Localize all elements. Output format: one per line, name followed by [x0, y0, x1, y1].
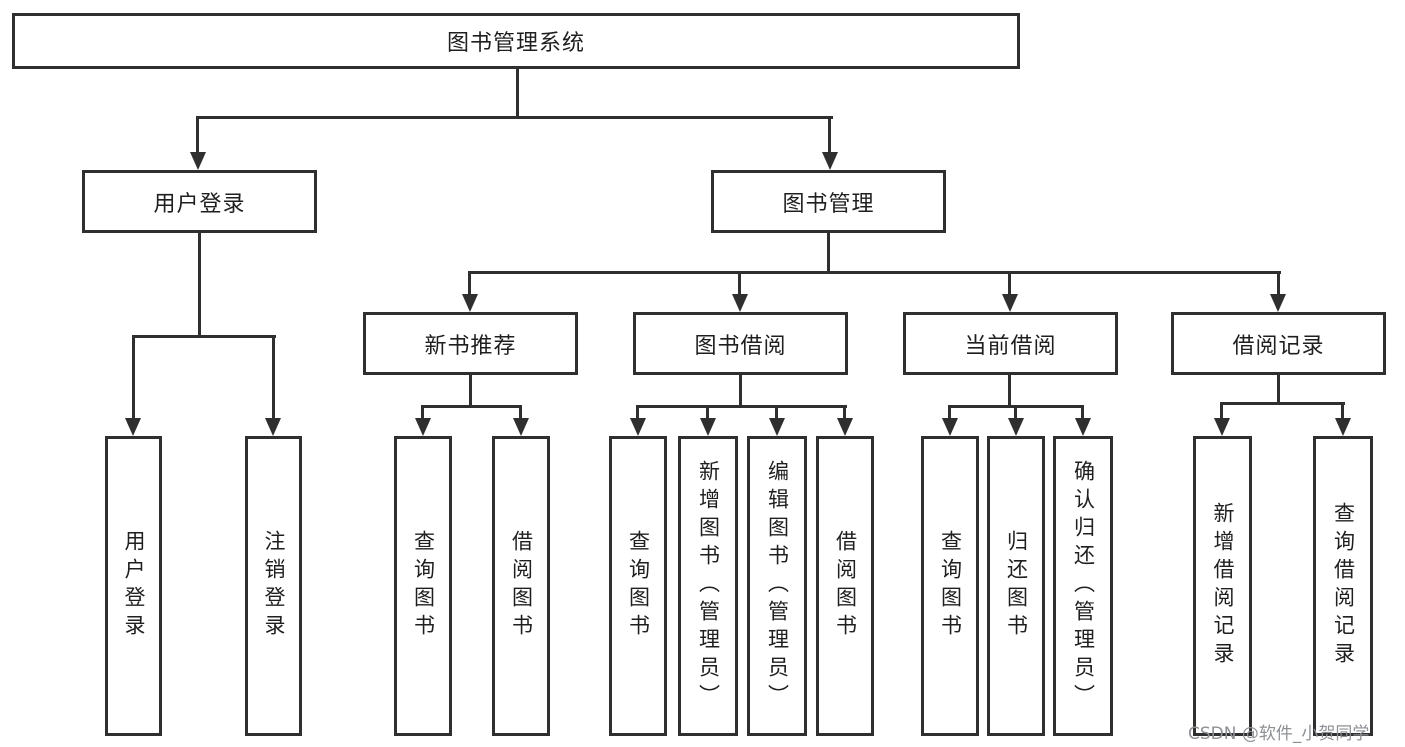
- leaf-borrow-books-recommend: 借阅图书: [492, 436, 550, 736]
- connector-vline: [706, 405, 709, 421]
- node-label: 查询借阅记录: [1331, 502, 1356, 670]
- node-label: 确认归还（管理员）: [1071, 460, 1096, 712]
- connector-vline: [843, 405, 846, 421]
- connector-vline: [1277, 375, 1280, 405]
- leaf-confirm-return-admin: 确认归还（管理员）: [1053, 436, 1113, 736]
- connector-vline: [132, 335, 135, 420]
- connector-hline: [421, 405, 522, 408]
- arrow-down-icon: [265, 418, 281, 436]
- arrow-down-icon: [1008, 418, 1024, 436]
- arrow-down-icon: [462, 294, 478, 312]
- connector-vline: [1277, 271, 1280, 298]
- connector-hline: [132, 335, 276, 338]
- arrow-down-icon: [190, 152, 206, 170]
- leaf-query-borrow-record: 查询借阅记录: [1313, 436, 1373, 736]
- connector-vline: [198, 233, 201, 337]
- leaf-query-books-recommend: 查询图书: [394, 436, 452, 736]
- node-label: 新增借阅记录: [1211, 502, 1236, 670]
- connector-vline: [421, 405, 424, 421]
- arrow-down-icon: [630, 418, 646, 436]
- node-root-system: 图书管理系统: [12, 13, 1020, 69]
- arrow-down-icon: [1335, 418, 1351, 436]
- connector-vline: [1081, 405, 1084, 421]
- node-label: 图书借阅: [694, 333, 787, 359]
- arrow-down-icon: [732, 294, 748, 312]
- node-label: 借阅图书: [509, 530, 534, 642]
- node-label: 图书管理系统: [446, 31, 585, 56]
- connector-vline: [469, 375, 472, 408]
- connector-hline: [1220, 402, 1345, 405]
- connector-vline: [775, 405, 778, 421]
- node-label: 归还图书: [1004, 530, 1029, 642]
- connector-vline: [827, 233, 830, 274]
- node-label: 新书推荐: [424, 333, 517, 359]
- arrow-down-icon: [415, 418, 431, 436]
- leaf-add-borrow-record: 新增借阅记录: [1193, 436, 1252, 736]
- connector-hline: [468, 271, 1281, 274]
- connector-vline: [738, 271, 741, 298]
- arrow-down-icon: [125, 418, 141, 436]
- connector-vline: [1014, 405, 1017, 421]
- node-label: 新增图书（管理员）: [696, 460, 721, 712]
- connector-vline: [468, 271, 471, 298]
- connector-vline: [1008, 375, 1011, 408]
- leaf-query-books-current: 查询图书: [921, 436, 979, 736]
- csdn-watermark: CSDN @软件_小贺同学: [1188, 724, 1370, 744]
- connector-vline: [636, 405, 639, 421]
- node-label: 查询图书: [626, 530, 651, 642]
- connector-vline: [828, 116, 831, 154]
- leaf-return-book: 归还图书: [987, 436, 1045, 736]
- leaf-add-book-admin: 新增图书（管理员）: [678, 436, 738, 736]
- node-label: 查询图书: [411, 530, 436, 642]
- arrow-down-icon: [700, 418, 716, 436]
- node-label: 查询图书: [938, 530, 963, 642]
- arrow-down-icon: [1075, 418, 1091, 436]
- node-current-borrowing: 当前借阅: [903, 312, 1118, 375]
- node-book-management: 图书管理: [711, 170, 946, 233]
- leaf-borrow-books: 借阅图书: [816, 436, 874, 736]
- connector-vline: [1341, 402, 1344, 420]
- node-label: 图书管理: [782, 191, 875, 217]
- node-borrowing-records: 借阅记录: [1171, 312, 1386, 375]
- arrow-down-icon: [822, 152, 838, 170]
- leaf-query-books-borrow: 查询图书: [609, 436, 667, 736]
- connector-vline: [196, 116, 199, 154]
- arrow-down-icon: [769, 418, 785, 436]
- arrow-down-icon: [1214, 418, 1230, 436]
- node-label: 当前借阅: [964, 333, 1057, 359]
- connector-hline: [197, 116, 833, 119]
- leaf-edit-book-admin: 编辑图书（管理员）: [747, 436, 807, 736]
- connector-vline: [516, 67, 519, 118]
- connector-vline: [1220, 402, 1223, 420]
- node-book-borrowing: 图书借阅: [633, 312, 848, 375]
- node-label: 用户登录: [122, 530, 147, 642]
- connector-vline: [272, 335, 275, 420]
- node-new-book-recommendation: 新书推荐: [363, 312, 578, 375]
- node-label: 用户登录: [153, 191, 246, 217]
- arrow-down-icon: [1270, 294, 1286, 312]
- connector-vline: [1008, 271, 1011, 298]
- arrow-down-icon: [837, 418, 853, 436]
- leaf-user-login: 用户登录: [105, 436, 162, 736]
- arrow-down-icon: [513, 418, 529, 436]
- arrow-down-icon: [942, 418, 958, 436]
- node-label: 编辑图书（管理员）: [765, 460, 790, 712]
- connector-hline: [636, 405, 847, 408]
- arrow-down-icon: [1002, 294, 1018, 312]
- node-label: 借阅记录: [1232, 333, 1325, 359]
- connector-vline: [519, 405, 522, 421]
- connector-vline: [948, 405, 951, 421]
- node-label: 借阅图书: [833, 530, 858, 642]
- connector-vline: [739, 375, 742, 408]
- node-user-login: 用户登录: [82, 170, 317, 233]
- leaf-logout: 注销登录: [245, 436, 302, 736]
- node-label: 注销登录: [262, 530, 287, 642]
